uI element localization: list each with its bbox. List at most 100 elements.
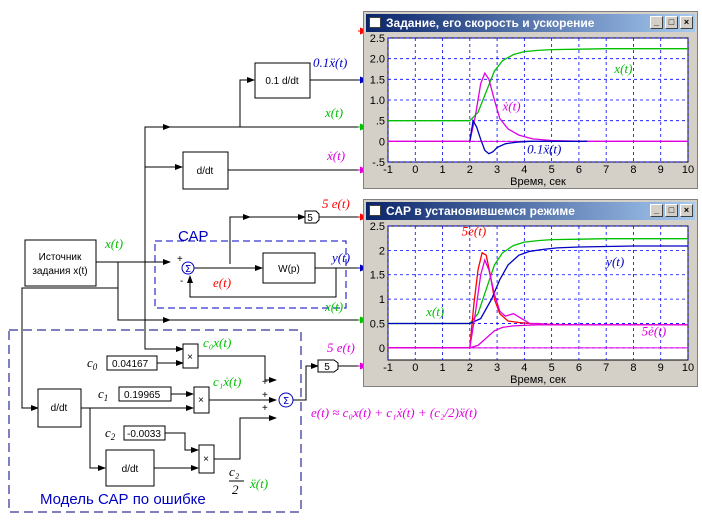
model-ddt2-label: d/dt (122, 464, 139, 475)
source-block[interactable] (24, 239, 97, 287)
y-tick-label: .5 (376, 116, 385, 128)
series-annotation: ẋ(t) (502, 98, 521, 113)
e-signal-label: e(t) (213, 275, 231, 290)
y-tick-label: 1 (379, 294, 385, 306)
x-tick-label: -1 (383, 362, 393, 374)
wire-to-model (21, 287, 118, 411)
x-tick-label: 4 (521, 362, 527, 374)
wire-to-ddt2 (89, 408, 106, 471)
model-sum-plus-1: + (262, 377, 268, 388)
x-out-label-1: x(t) (324, 105, 343, 120)
x-tick-label: 2 (467, 362, 473, 374)
plot-window-1[interactable]: Задание, его скорость и ускорение _ □ × … (363, 11, 698, 189)
series-line-4 (388, 324, 688, 349)
y-tick-label: 2.0 (370, 54, 385, 66)
plot-window-2[interactable]: САР в установившемся режиме _ □ × -1 0 1 2 3… (363, 199, 698, 387)
x-tick-label: 3 (494, 164, 500, 176)
c2frac-num: c₂ (229, 464, 240, 479)
c1-value: 0.19965 (124, 390, 161, 401)
x-out-label-2: x(t) (324, 299, 343, 314)
cap-sum-node (181, 261, 195, 275)
model-sum-plus-2: + (262, 390, 268, 401)
c0-value: 0.04167 (112, 359, 149, 370)
mult2-symbol: × (203, 454, 209, 465)
close-icon[interactable]: × (680, 204, 693, 217)
series-annotation: x(t) (425, 304, 444, 319)
model-frame (8, 329, 302, 513)
window-icon (369, 17, 381, 28)
window-2-title: САР в установившемся режиме (386, 204, 575, 218)
ddt-top-block[interactable] (254, 62, 311, 99)
x-axis-label: Время, сек (510, 176, 566, 188)
series-line-2 (388, 245, 688, 325)
gain5-label-1: 5 (307, 213, 313, 224)
model-sum-symbol: Σ (283, 396, 289, 407)
window-2-titlebar[interactable]: САР в установившемся режиме _ □ × (366, 202, 695, 220)
x-axis-label: Время, сек (510, 374, 566, 386)
wire-x-to-mult0 (144, 320, 184, 352)
x-tick-label: 9 (658, 164, 664, 176)
x-tick-label: 3 (494, 362, 500, 374)
y-signal-label: y(t) (330, 250, 350, 265)
cap-frame (154, 240, 347, 309)
xdot-out-label: ẋ(t) (326, 148, 345, 163)
y-tick-label: 2 (379, 245, 385, 257)
gain5-block-1[interactable] (304, 210, 320, 224)
ddt-block[interactable] (182, 151, 229, 190)
y-tick-label: 2.5 (370, 34, 385, 45)
x-tick-label: 7 (603, 164, 609, 176)
wp-label: W(p) (278, 264, 300, 275)
cap-sum-plus: + (177, 254, 183, 265)
series-line-1 (388, 71, 688, 142)
model-ddt-label: d/dt (51, 403, 68, 414)
x-tick-label: 5 (549, 164, 555, 176)
wire-sum-gain5 (293, 363, 319, 401)
wire-mult0-sum (198, 355, 277, 383)
series-annotation: y(t) (604, 254, 624, 269)
maximize-icon[interactable]: □ (665, 16, 678, 29)
y-tick-label: 2.5 (370, 222, 385, 233)
series-annotation: 0.1ẍ(t) (527, 142, 561, 157)
c1x-label: c₁ẋ(t) (213, 374, 241, 389)
minimize-icon[interactable]: _ (650, 16, 663, 29)
x-tick-label: 6 (576, 164, 582, 176)
gain5-block-2[interactable] (317, 359, 339, 373)
x-tick-label: 0 (412, 164, 418, 176)
series-annotation: 5ė(t) (642, 324, 667, 339)
cap-sum-symbol: Σ (185, 264, 191, 275)
y-tick-label: 1.5 (370, 270, 385, 282)
x-tick-label: -1 (383, 164, 393, 176)
wire-mult2-sum (214, 415, 277, 460)
wire-feedback (187, 268, 337, 298)
c2-label: c2 (105, 425, 116, 442)
maximize-icon[interactable]: □ (665, 204, 678, 217)
y-tick-label: 0.5 (370, 318, 385, 330)
x-trunk-low-wire (96, 261, 358, 321)
y-tick-label: 0 (379, 343, 385, 355)
minimize-icon[interactable]: _ (650, 204, 663, 217)
series-annotation: x(t) (613, 61, 632, 76)
wp-block[interactable] (262, 252, 316, 284)
e5-out-label-1: 5 e(t) (322, 196, 350, 211)
close-icon[interactable]: × (680, 16, 693, 29)
series-line-0 (388, 238, 688, 325)
x-tick-label: 8 (630, 164, 636, 176)
c1-label: c1 (98, 386, 108, 403)
x-tick-label: 10 (682, 362, 694, 374)
x-tick-label: 4 (521, 164, 527, 176)
mult1-symbol: × (198, 395, 204, 406)
wire-to-gain5 (229, 214, 306, 264)
y-tick-label: 0 (379, 136, 385, 148)
model-ddt-block[interactable] (37, 388, 82, 428)
c2frac-den: 2 (232, 482, 239, 497)
model-ddt2-block[interactable] (105, 449, 155, 487)
x-signal-label: x(t) (104, 236, 123, 251)
series-line-2 (469, 118, 588, 155)
ddt-label: d/dt (197, 166, 214, 177)
x-tick-label: 1 (439, 362, 445, 374)
x-tick-label: 6 (576, 362, 582, 374)
window-1-titlebar[interactable]: Задание, его скорость и ускорение _ □ × (366, 14, 695, 32)
